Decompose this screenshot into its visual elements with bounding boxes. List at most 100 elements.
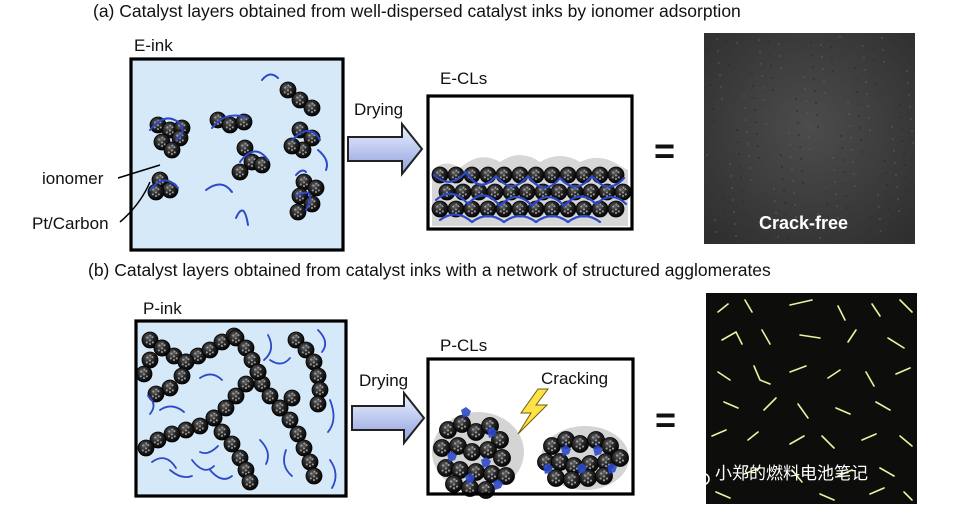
equals-a: = [654,130,675,171]
p-ink-frame [134,319,348,498]
crack-line [887,337,905,349]
pt-carbon-particle [213,423,231,441]
e-ink-label: E-ink [134,36,173,55]
crack-pattern [711,299,913,501]
pt-carbon-particle [227,387,245,405]
pt-carbon-particle [221,116,239,134]
crack-line [861,433,877,441]
pt-carbon-particle [543,200,561,218]
crack-line [761,329,771,345]
p-cls-frame [426,357,635,496]
crack-line [899,435,913,447]
crack-line [869,487,885,495]
pt-carbon-particle [607,166,625,184]
ionomer-chain [149,117,184,141]
crack-line [744,299,753,313]
crack-line [827,369,841,379]
crack-line [717,303,729,313]
pt-carbon-particle [163,425,181,443]
ionomer-patch [487,427,497,438]
pt-carbon-particle [479,441,497,459]
pt-carbon-particle [305,353,323,371]
pt-carbon-particle [231,163,249,181]
caption-b: (b) Catalyst layers obtained from cataly… [88,260,771,280]
pt-carbon-particle [201,341,219,359]
ionomer-chain [295,191,312,211]
pt-carbon-particle [161,379,179,397]
pt-carbon-particle [470,183,488,201]
pt-carbon-particle [287,331,305,349]
pt-carbon-particle [563,471,581,489]
pt-carbon-particle [571,435,589,453]
pt-carbon-particle [543,166,561,184]
pt-carbon-particle [149,431,167,449]
ionomer-patch [577,463,587,474]
pt-carbon-particle [437,459,455,477]
ionomer-patch [561,445,571,456]
ionomer-chain [317,149,328,171]
crack-line [821,435,835,449]
pt-carbon-particle [463,443,481,461]
pt-carbon-particle [438,183,456,201]
ionomer-patch [607,463,617,474]
e-ink-box [131,59,343,250]
crack-line [819,493,835,501]
ionomer-chain [151,457,177,469]
cracking-label: Cracking [541,369,608,388]
ionomer-chain [199,373,223,381]
pt-carbon-particle [449,437,467,455]
crack-line [789,365,807,373]
pt-carbon-particle [495,166,513,184]
pt-carbon-particle [431,200,449,218]
crack-line [837,305,846,321]
pt-carbon-particle [301,453,319,471]
crack-line [723,401,739,409]
ionomer-chain [263,334,273,361]
ionomer-patch [465,473,475,484]
crack-line [743,467,761,475]
pt-carbon-particle [289,425,307,443]
pt-carbon-particle [454,183,472,201]
pt-carbon-particle [579,469,597,487]
pt-carbon-particle [575,200,593,218]
pt-carbon-particle [253,156,271,174]
crack-line [789,299,813,306]
pt-carbon-particle [147,385,165,403]
pt-carbon-particle [493,449,511,467]
equals-b: = [655,399,676,440]
ionomer-chain [211,114,249,129]
pt-carbon-particle [153,339,171,357]
pt-carbon-particle [281,411,299,429]
pt-carbon-particle [177,421,195,439]
ionomer-chain [283,449,293,477]
pt-carbon-particle [163,141,181,159]
ionomer-chain [147,395,155,415]
ionomer-chain [235,209,249,226]
crack-line [879,467,895,477]
ionomer-chain [209,469,233,480]
pt-carbon-particle [305,467,323,485]
pt-carbon-particle [283,389,301,407]
crack-line [791,469,803,483]
pt-carbon-leader-line [119,181,151,223]
ionomer-patch [461,407,471,418]
pt-carbon-particle [147,183,165,201]
p-ink-label: P-ink [143,299,182,318]
e-ink-dispersion [147,73,328,226]
watermark-text: 小郑的燃料电池笔记 [715,464,868,484]
pt-carbon-particle [135,365,153,383]
ionomer-chain [169,469,193,479]
pt-carbon-particle [479,200,497,218]
ionomer-chain [295,169,307,176]
e-cls-label: E-CLs [440,69,487,88]
pt-carbon-particle [511,200,529,218]
pt-carbon-particle [447,166,465,184]
pt-carbon-particle [575,166,593,184]
micrograph-texture-a [706,36,914,242]
lightning-icon [517,388,549,435]
pt-carbon-particle [297,341,315,359]
pt-carbon-particle [241,473,259,491]
pt-carbon-callout: Pt/Carbon [32,214,109,233]
pt-carbon-particle [439,421,457,439]
crack-line [797,403,809,419]
